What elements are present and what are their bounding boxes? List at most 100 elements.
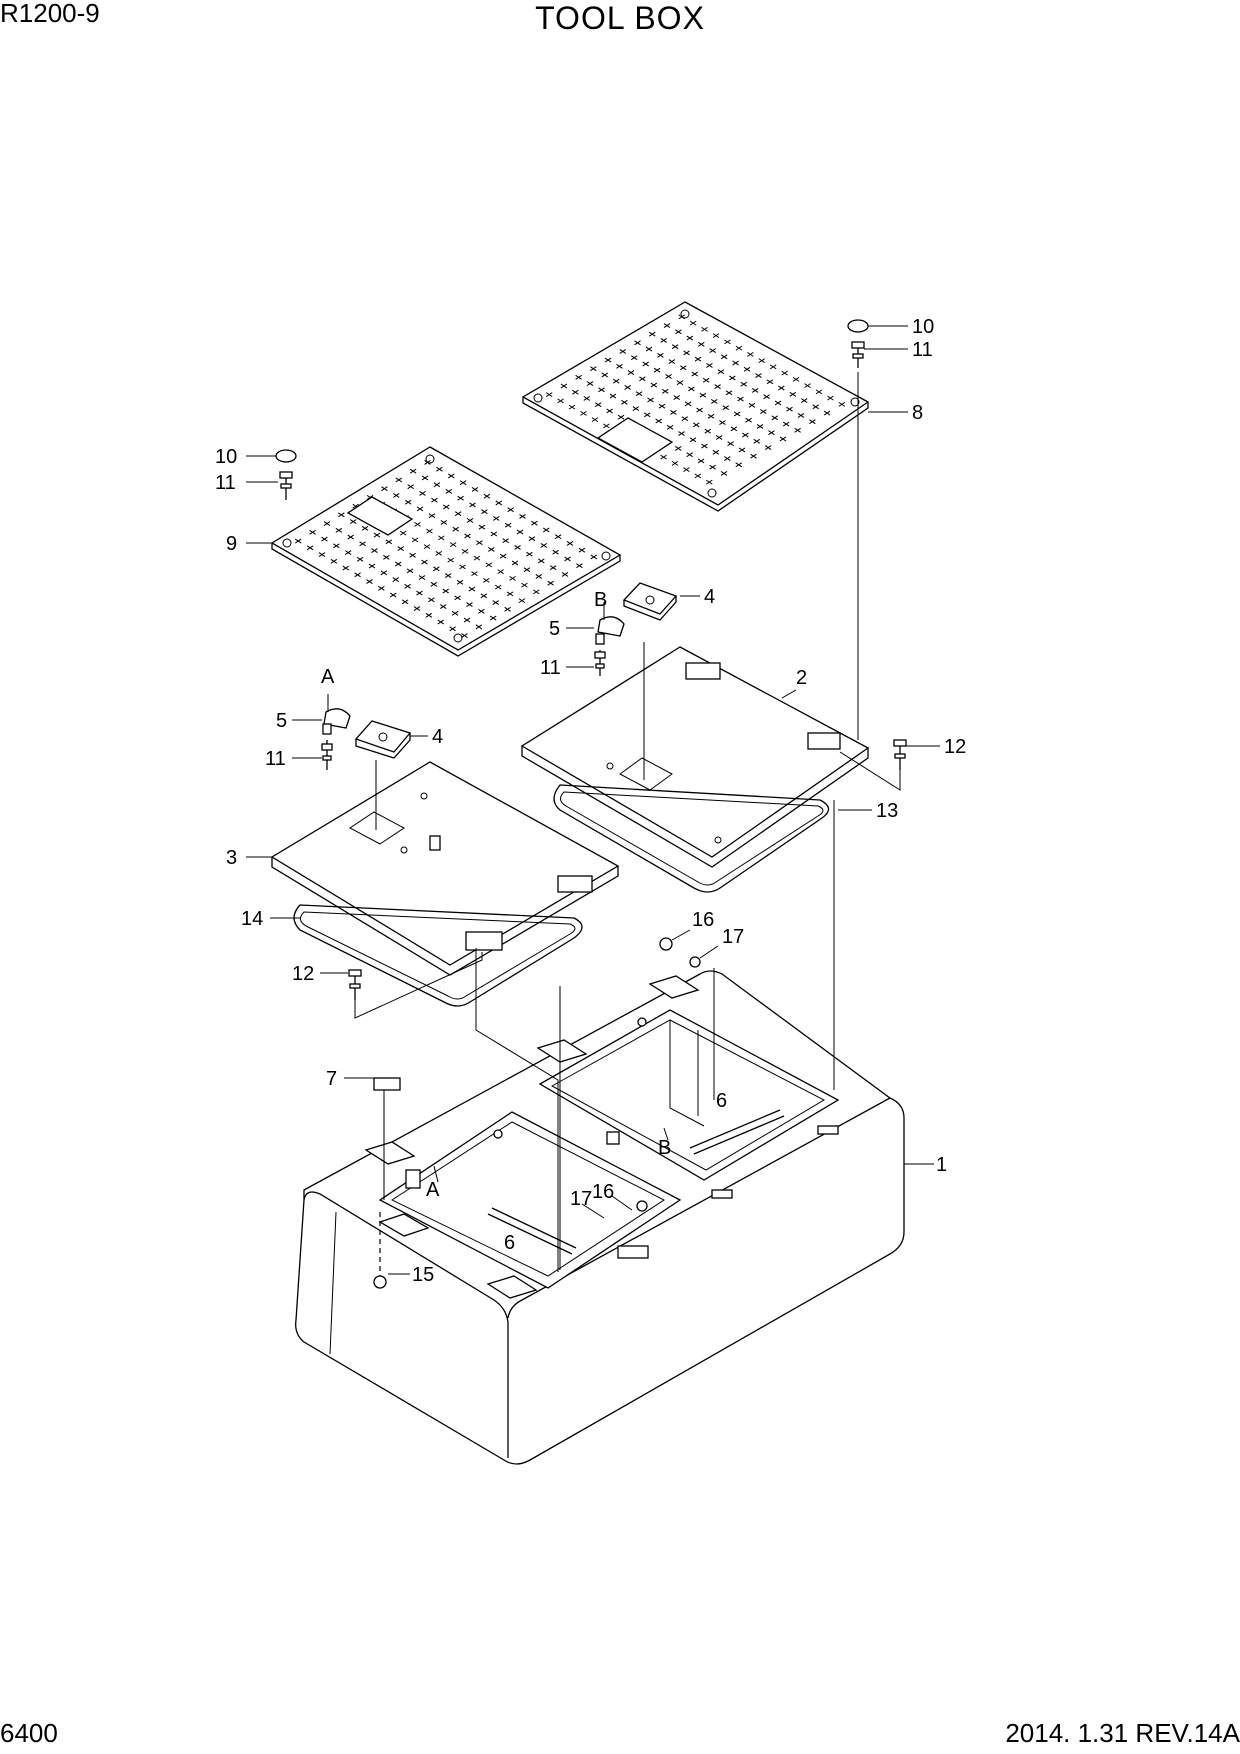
perforation-mark xyxy=(699,392,707,398)
cap-10-right xyxy=(847,319,869,333)
bushing-17-top xyxy=(689,956,701,968)
perforation-mark xyxy=(681,416,689,422)
perforation-mark xyxy=(506,591,514,597)
perforation-mark xyxy=(781,370,788,376)
perforation-mark xyxy=(318,552,326,557)
perforation-mark xyxy=(764,445,772,450)
perforation-mark xyxy=(490,531,498,537)
perforation-mark xyxy=(564,556,571,562)
perforation-mark xyxy=(473,555,481,561)
perforation-mark xyxy=(468,586,476,592)
perforation-mark xyxy=(561,572,569,577)
perforation-mark xyxy=(632,406,640,412)
perforation-mark xyxy=(719,420,726,425)
callout-4: 4 xyxy=(432,726,443,748)
perforation-mark xyxy=(686,335,694,341)
callout-13: 13 xyxy=(876,800,898,822)
perforation-mark xyxy=(475,624,483,630)
perforation-mark xyxy=(344,550,352,555)
mount-pad xyxy=(648,975,700,999)
perforation-mark xyxy=(464,533,471,539)
perforation-mark xyxy=(449,542,457,548)
perforation-mark xyxy=(724,456,731,462)
perforation-mark xyxy=(642,361,649,367)
perforation-mark xyxy=(758,358,766,364)
perforation-mark xyxy=(666,424,674,430)
perforation-mark xyxy=(435,550,443,556)
perforation-mark xyxy=(580,410,587,416)
perforation-mark xyxy=(566,541,574,546)
perforation-mark xyxy=(454,511,462,517)
perforation-mark xyxy=(604,357,612,363)
perforation-mark xyxy=(576,563,583,569)
box-frame-right xyxy=(538,1009,840,1181)
perforation-mark xyxy=(800,398,808,403)
perforation-mark xyxy=(354,572,361,578)
perforation-mark xyxy=(694,356,702,362)
perforation-mark xyxy=(389,592,397,598)
perforation-mark xyxy=(812,404,819,410)
perforation-mark xyxy=(373,532,381,538)
perforation-mark xyxy=(650,382,658,388)
perforation-mark xyxy=(393,492,400,498)
perforation-mark xyxy=(575,374,582,380)
perforation-mark xyxy=(489,615,497,621)
perforation-mark xyxy=(691,371,698,377)
perforation-mark xyxy=(485,562,493,568)
perforation-mark xyxy=(444,573,452,579)
perforation-mark xyxy=(409,552,416,558)
perforation-mark xyxy=(689,437,697,443)
perforation-mark xyxy=(456,579,464,585)
perforation-mark xyxy=(737,396,744,402)
perforation-mark xyxy=(397,546,404,552)
perforation-mark xyxy=(554,534,562,540)
perforation-mark xyxy=(356,556,364,562)
perforation-mark xyxy=(407,484,414,490)
perforation-mark xyxy=(507,507,514,513)
perforation-mark xyxy=(743,366,751,372)
perforation-mark xyxy=(742,432,749,438)
perforation-mark xyxy=(751,387,759,393)
perforation-mark xyxy=(514,545,521,550)
perforation-mark xyxy=(601,372,609,378)
cover-9-opening xyxy=(346,496,414,536)
perforation-mark xyxy=(683,350,690,356)
perforation-mark xyxy=(466,518,474,523)
perforation-mark xyxy=(590,366,597,372)
perforation-mark xyxy=(401,599,409,605)
leader-lines xyxy=(246,325,940,1276)
perforation-mark xyxy=(528,536,536,542)
perforation-mark xyxy=(797,412,805,418)
lid-3-hinge-lower xyxy=(465,931,503,951)
perforation-mark xyxy=(766,379,774,385)
perforation-mark xyxy=(471,487,479,492)
revision-date: 2014. 1.31 REV.14A xyxy=(1005,1718,1240,1748)
perforation-mark xyxy=(732,360,739,366)
perforation-mark xyxy=(426,528,433,534)
seal-13 xyxy=(553,784,830,893)
perforation-mark xyxy=(523,567,531,573)
perforation-mark xyxy=(740,381,748,387)
perforation-mark xyxy=(542,527,550,533)
perforation-mark xyxy=(658,403,666,409)
perforation-mark xyxy=(335,527,343,533)
perforation-mark xyxy=(449,626,456,632)
nut-16-top xyxy=(659,937,673,951)
perforation-mark xyxy=(492,600,499,606)
perforation-mark xyxy=(538,558,545,564)
perforation-mark xyxy=(519,514,526,519)
perforation-mark xyxy=(686,452,693,458)
perforation-mark xyxy=(526,551,533,557)
perforation-mark xyxy=(557,398,564,404)
perforation-mark xyxy=(675,329,682,335)
perforation-mark xyxy=(789,391,797,397)
latch-4-upper xyxy=(622,582,678,615)
perforation-mark xyxy=(495,500,503,506)
perforation-mark xyxy=(338,512,345,518)
callout-6: 6 xyxy=(504,1232,515,1254)
perforation-mark xyxy=(733,411,741,417)
callout-7: 7 xyxy=(326,1068,337,1090)
perforation-mark xyxy=(499,553,507,559)
perforation-mark xyxy=(606,408,613,414)
